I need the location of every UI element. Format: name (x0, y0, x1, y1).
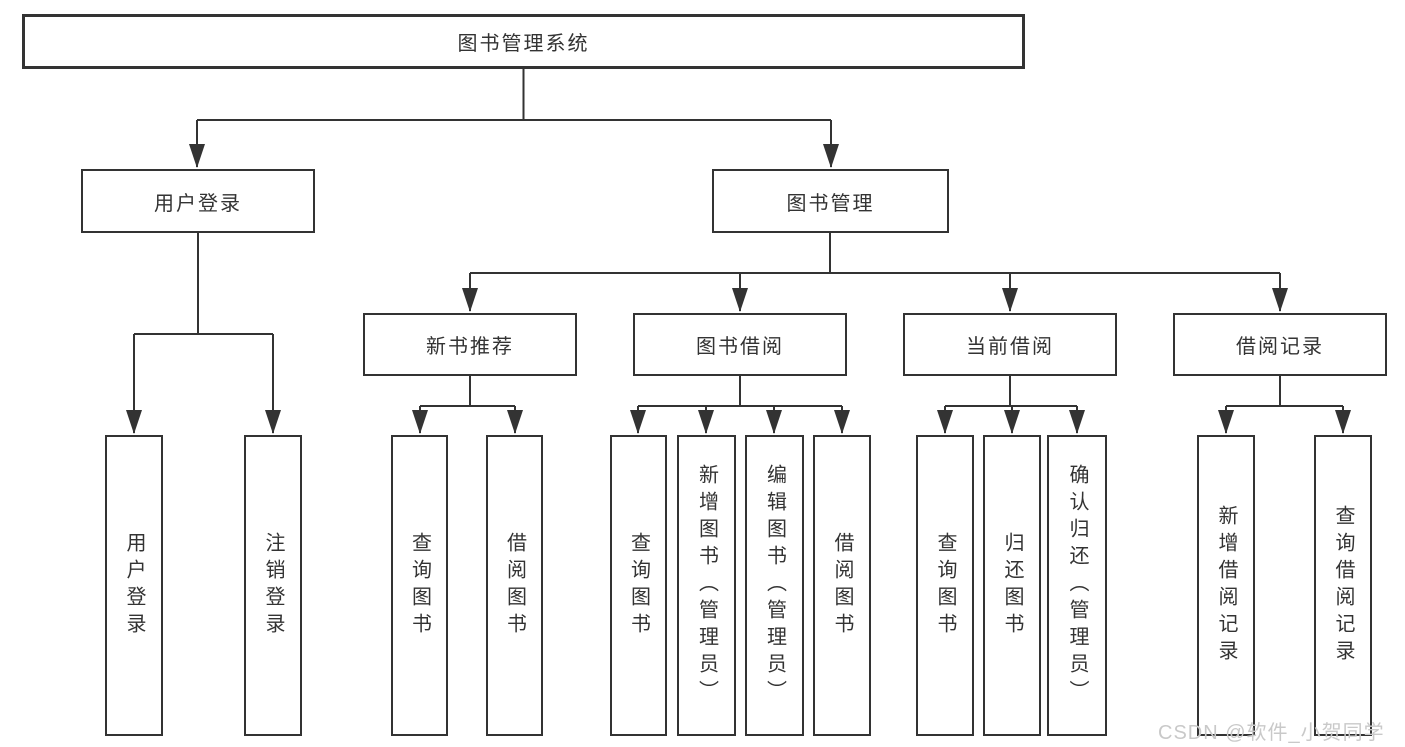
node-label: 图书借阅 (696, 336, 784, 358)
leaf-add-book-admin: 新增图书（管理员） (677, 435, 736, 736)
node-new-book-recommend: 新书推荐 (363, 313, 577, 376)
leaf-query-books-borrow: 查询图书 (610, 435, 667, 736)
node-borrow-records: 借阅记录 (1173, 313, 1387, 376)
leaf-label: 注销登录 (262, 531, 284, 640)
leaf-label: 借阅图书 (831, 531, 853, 640)
leaf-query-books-current: 查询图书 (916, 435, 974, 736)
leaf-label: 查询借阅记录 (1332, 504, 1354, 667)
leaf-add-borrow-record: 新增借阅记录 (1197, 435, 1255, 736)
leaf-return-book: 归还图书 (983, 435, 1041, 736)
node-library-management-system: 图书管理系统 (22, 14, 1025, 69)
node-book-borrow: 图书借阅 (633, 313, 847, 376)
node-label: 图书管理系统 (457, 33, 590, 55)
node-label: 当前借阅 (966, 336, 1054, 358)
node-user-login: 用户登录 (81, 169, 315, 233)
leaf-label: 归还图书 (1001, 531, 1023, 640)
leaf-label: 新增图书（管理员） (695, 464, 718, 707)
leaf-label: 用户登录 (123, 531, 145, 640)
node-label: 新书推荐 (426, 336, 514, 358)
leaf-label: 借阅图书 (503, 531, 526, 640)
node-label: 借阅记录 (1236, 336, 1324, 358)
leaf-label: 新增借阅记录 (1215, 504, 1237, 667)
leaf-edit-book-admin: 编辑图书（管理员） (745, 435, 804, 736)
leaf-query-books-recommend: 查询图书 (391, 435, 448, 736)
node-label: 用户登录 (154, 192, 242, 215)
leaf-user-login: 用户登录 (105, 435, 163, 736)
leaf-borrow-books-recommend: 借阅图书 (486, 435, 543, 736)
leaf-borrow-books: 借阅图书 (813, 435, 871, 736)
leaf-label: 查询图书 (934, 531, 956, 640)
node-label: 图书管理 (786, 192, 875, 215)
node-book-management: 图书管理 (712, 169, 949, 233)
node-current-borrow: 当前借阅 (903, 313, 1117, 376)
leaf-confirm-return-admin: 确认归还（管理员） (1047, 435, 1107, 736)
leaf-query-borrow-record: 查询借阅记录 (1314, 435, 1372, 736)
leaf-logout: 注销登录 (244, 435, 302, 736)
leaf-label: 查询图书 (408, 531, 431, 640)
csdn-watermark: CSDN @软件_小贺同学 (1158, 722, 1385, 744)
leaf-label: 查询图书 (627, 531, 650, 640)
leaf-label: 编辑图书（管理员） (763, 464, 786, 707)
leaf-label: 确认归还（管理员） (1066, 464, 1088, 707)
